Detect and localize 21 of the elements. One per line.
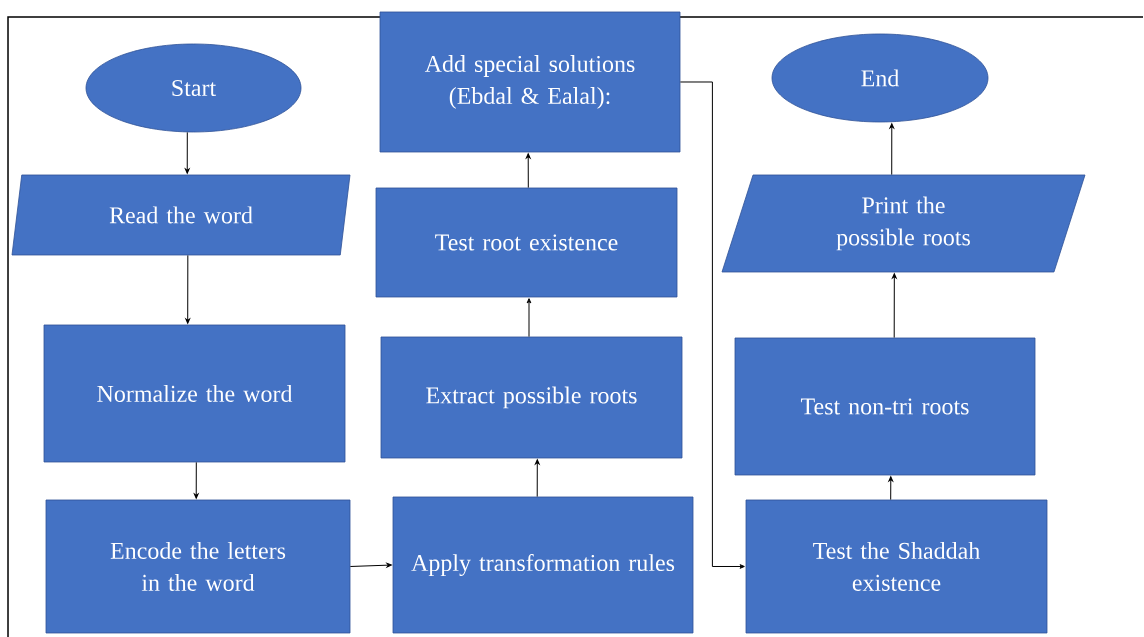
arrow — [679, 81, 745, 569]
arrow — [892, 273, 897, 339]
arrow — [193, 461, 199, 499]
arrow — [888, 476, 894, 501]
arrow — [889, 123, 895, 176]
process-box: Test root existence — [375, 187, 678, 298]
arrow — [525, 153, 531, 189]
arrow — [534, 459, 540, 498]
process-box: Test non-tri roots — [734, 337, 1036, 476]
process-box: Apply transformation rules — [392, 496, 694, 634]
process-box: Encode the letters in the word — [45, 499, 351, 634]
input-output-parallelogram: Read the word — [11, 174, 351, 256]
process-box: Add special solutions (Ebdal & Ealal): — [379, 11, 681, 153]
arrow — [526, 298, 532, 338]
process-box: Test the Shaddah existence — [745, 499, 1048, 634]
arrow — [184, 131, 190, 174]
process-box: Extract possible roots — [380, 336, 683, 459]
arrow — [349, 562, 392, 568]
input-output-parallelogram: Print the possible roots — [721, 174, 1086, 273]
process-box: Normalize the word — [43, 324, 346, 463]
arrow — [185, 254, 191, 324]
